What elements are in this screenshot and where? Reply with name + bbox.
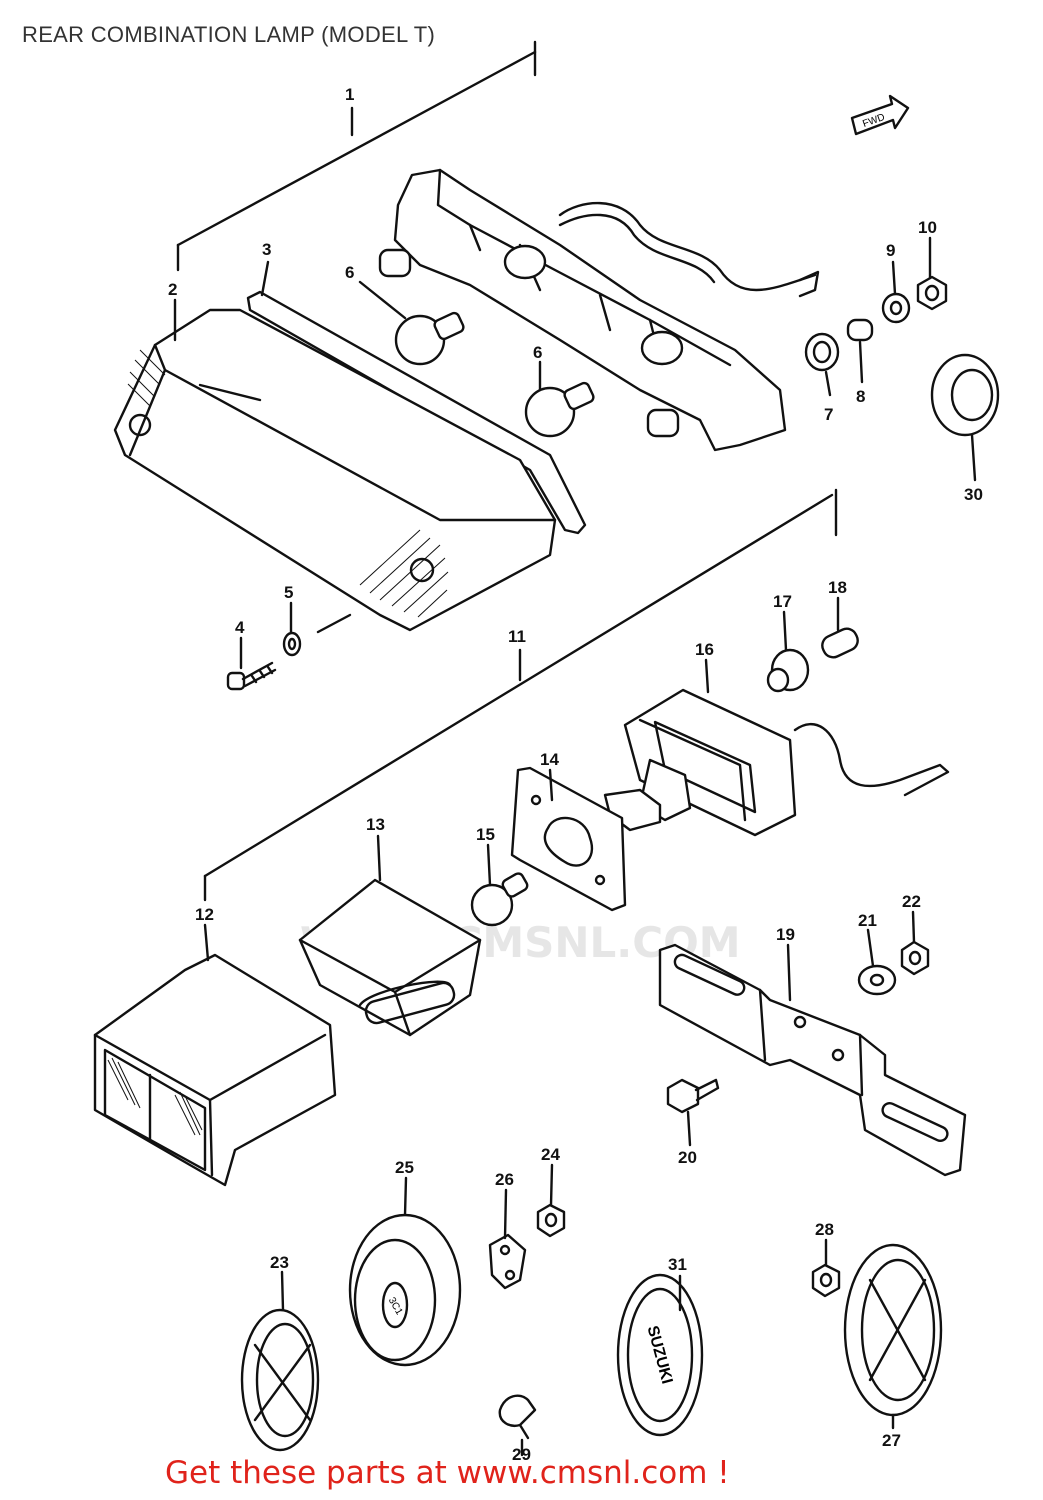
- bracket-part-26: [488, 1233, 527, 1290]
- callout-31: 31: [668, 1255, 687, 1274]
- nut-part-28: [811, 1263, 841, 1298]
- callout-30: 30: [964, 485, 983, 504]
- license-lamp-case-part-12: [93, 953, 337, 1187]
- nut-part-24: [536, 1203, 566, 1238]
- callout-23: 23: [270, 1253, 289, 1272]
- callout-24: 24: [541, 1145, 560, 1164]
- cover-part-30: [930, 353, 1000, 437]
- reflector-part-27: [843, 1243, 943, 1417]
- spacer-part-18: [821, 627, 859, 659]
- callout-5: 5: [284, 583, 293, 602]
- footer-link[interactable]: Get these parts at www.cmsnl.com !: [165, 1455, 730, 1491]
- diagram-title: REAR COMBINATION LAMP (MODEL T): [22, 22, 436, 47]
- badge-part-31: SUZUKI: [616, 1273, 704, 1437]
- lamp-housing-base: [378, 168, 820, 452]
- callout-20: 20: [678, 1148, 697, 1167]
- callout-6b: 6: [533, 343, 542, 362]
- callout-18: 18: [828, 578, 847, 597]
- license-bracket-part-19: [658, 943, 967, 1177]
- callout-12: 12: [195, 905, 214, 924]
- callout-7: 7: [824, 405, 833, 424]
- callout-17: 17: [773, 592, 792, 611]
- callout-labels: 1 2 3 4 5 6 6 7 8 9 10 11 12 13 14 15 16…: [168, 85, 983, 1464]
- bulb-upper: [394, 311, 465, 366]
- cap-part-25: 3C1: [348, 1213, 462, 1367]
- callout-11: 11: [508, 627, 526, 646]
- bolt-part-20: [666, 1078, 720, 1114]
- callout-2: 2: [168, 280, 177, 299]
- bulb-lower: [524, 381, 595, 438]
- callout-25: 25: [395, 1158, 414, 1177]
- assembly-bracket-1: [176, 40, 537, 272]
- callout-9: 9: [886, 241, 895, 260]
- washer-part-9: [881, 292, 911, 324]
- callout-8: 8: [856, 387, 865, 406]
- reflector-part-23: [240, 1308, 320, 1452]
- callout-28: 28: [815, 1220, 834, 1239]
- grommet-part-7: [804, 332, 840, 372]
- washer-part-21: [857, 964, 897, 996]
- callout-22: 22: [902, 892, 921, 911]
- gasket-part-14: [510, 766, 627, 912]
- forward-arrow-icon: FWD: [850, 94, 910, 136]
- callout-29: 29: [512, 1445, 531, 1464]
- callout-4: 4: [235, 618, 245, 637]
- callout-19: 19: [776, 925, 795, 944]
- callout-1: 1: [345, 85, 354, 104]
- assembly-bracket-11: [203, 488, 838, 902]
- callout-3: 3: [262, 240, 271, 259]
- callout-27: 27: [882, 1431, 901, 1450]
- nut-part-10: [916, 275, 948, 311]
- nut-part-22: [900, 940, 930, 976]
- leader-lines: [173, 236, 977, 1457]
- screw-part-4: [226, 661, 277, 691]
- bulb-part-15: [470, 872, 529, 927]
- washer-part-5: [282, 631, 302, 657]
- callout-26: 26: [495, 1170, 514, 1189]
- license-lamp-housing: [603, 688, 950, 837]
- callout-15: 15: [476, 825, 495, 844]
- callout-21: 21: [858, 911, 877, 930]
- callout-10: 10: [918, 218, 937, 237]
- callout-13: 13: [366, 815, 385, 834]
- callout-16: 16: [695, 640, 714, 659]
- license-lens-part-13: [298, 878, 482, 1037]
- spacer-part-8: [846, 318, 874, 342]
- screw-part-29: [498, 1394, 537, 1440]
- callout-6a: 6: [345, 263, 354, 282]
- grommet-part-17: [766, 648, 810, 693]
- tail-lamp-lens: [113, 290, 587, 632]
- callout-14: 14: [540, 750, 559, 769]
